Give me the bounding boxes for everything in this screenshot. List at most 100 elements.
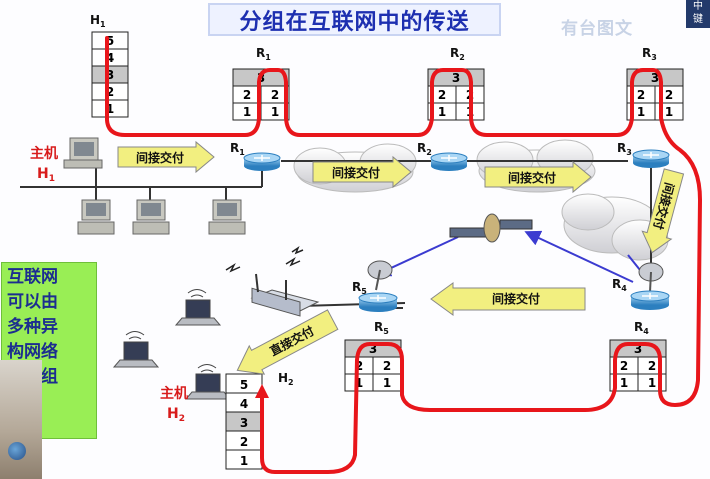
host-h1-label: H1	[37, 166, 55, 184]
host-h2-stack-layer-5-label: 5	[240, 378, 248, 392]
router-r2-icon	[430, 152, 468, 171]
router-r5-stack-cell-1-1-label: 1	[383, 376, 391, 390]
host-h2-stack-label-letter: H	[278, 371, 288, 385]
router-r3-stack-label-sub: 3	[651, 53, 657, 62]
router-r5-stack-layer-3-label: 3	[369, 342, 377, 356]
packet-path	[105, 36, 702, 474]
router-r1-stack-label-sub: 1	[265, 53, 271, 62]
router-r2-stack-layer-3-label: 3	[452, 71, 460, 85]
router-r3-stack-label: R3	[642, 46, 657, 62]
router-r1-label-sub: 1	[239, 148, 245, 157]
router-r4-stack-label-letter: R	[634, 320, 643, 334]
arrow-indirect-r4-r5-shape	[430, 282, 586, 316]
host-h2-stack-label: H2	[278, 371, 294, 387]
host-h2-label-sub: 2	[179, 414, 185, 424]
host-h2-stack-layer-2-label: 2	[240, 435, 248, 449]
router-r5-label: R5	[352, 280, 367, 296]
side-note-line-3: 多种异	[7, 317, 58, 337]
router-r5-stack-label-letter: R	[374, 320, 383, 334]
wireless-signal-icons	[225, 246, 304, 273]
host-h2-label-letter: H	[167, 406, 179, 422]
arrow-indirect-r3-r4-shape	[641, 168, 685, 254]
side-note-line-1: 互联网	[7, 267, 58, 287]
router-r5-label-letter: R	[352, 280, 361, 294]
router-r5-label-sub: 5	[361, 287, 367, 296]
router-r4-stack-cell-2-0-label: 2	[620, 359, 628, 373]
router-r1-label-letter: R	[230, 141, 239, 155]
satellite-icon	[449, 213, 533, 243]
corner-badge-line1: 中	[693, 1, 703, 12]
globe-icon	[8, 442, 26, 460]
router-r1-stack-label: R1	[256, 46, 271, 62]
arrow-indirect-r4-r5-label: 间接交付	[492, 291, 540, 306]
host-h1-label-main: 主机	[30, 145, 58, 162]
corner-badge: 中键	[686, 0, 710, 28]
router-r4-label: R4	[612, 277, 627, 293]
router-r4-stack-cell-2-1-label: 2	[648, 359, 656, 373]
host-h2-stack-layer-1-label: 1	[240, 454, 248, 468]
wireless-access-point-icon	[250, 273, 320, 317]
router-r5-stack-label: R5	[374, 320, 389, 336]
router-r1-icon	[243, 152, 281, 171]
router-r3-stack-cell-1-1-label: 1	[665, 105, 673, 119]
side-note-line-2: 可以由	[7, 292, 58, 312]
router-r5-stack-label-sub: 5	[383, 327, 389, 336]
router-r2-label: R2	[417, 141, 432, 157]
router-r1-stack-cell-1-0-label: 1	[243, 105, 251, 119]
router-r4-stack-label-sub: 4	[643, 327, 649, 336]
router-r5-icon	[358, 292, 398, 312]
router-r3-stack-label-letter: R	[642, 46, 651, 60]
host-h2-stack-label-sub: 2	[288, 378, 294, 387]
router-r5-stack-cell-1-0-label: 1	[355, 376, 363, 390]
laptop-icon-1	[174, 289, 222, 326]
laptop-icon-2	[112, 331, 160, 368]
router-r4-label-sub: 4	[621, 284, 627, 293]
host-h1-label-letter: H	[37, 166, 49, 182]
router-r2-stack-label: R2	[450, 46, 465, 62]
router-r2-stack-cell-1-0-label: 1	[438, 105, 446, 119]
router-r5-stack-cell-2-0-label: 2	[355, 359, 363, 373]
router-r3-stack-cell-2-0-label: 2	[637, 88, 645, 102]
router-r1-stack-label-letter: R	[256, 46, 265, 60]
router-r4-stack-cell-1-0-label: 1	[620, 376, 628, 390]
side-note-line-4: 构网络	[7, 342, 58, 362]
host-h1-stack-label-letter: H	[90, 13, 100, 27]
router-r4-stack-layer-3-label: 3	[634, 342, 642, 356]
arrow-indirect-lan-label: 间接交付	[136, 150, 184, 165]
router-r2-stack-label-letter: R	[450, 46, 459, 60]
router-r4-stack-cell-1-1-label: 1	[648, 376, 656, 390]
router-r3-stack-cell-2-1-label: 2	[665, 88, 673, 102]
pc-icon-2	[132, 199, 170, 235]
router-r1-stack-cell-2-0-label: 2	[243, 88, 251, 102]
router-r3-icon	[632, 149, 670, 168]
arrow-indirect-cloud1-label: 间接交付	[332, 165, 380, 180]
router-r1-label: R1	[230, 141, 245, 157]
sat-link-r4	[524, 230, 634, 283]
delivery-arrows: 间接交付间接交付间接交付间接交付间接交付直接交付	[117, 140, 685, 375]
watermark: 有台图文	[561, 19, 633, 39]
router-r3-label-sub: 3	[626, 148, 632, 157]
router-r2-stack-label-sub: 2	[459, 53, 465, 62]
host-h1-stack-layer-1-label: 1	[106, 102, 114, 116]
host-h1-stack-layer-4-label: 4	[106, 51, 114, 65]
host-h1-stack-label: H1	[90, 13, 106, 29]
router-r3-stack-cell-1-0-label: 1	[637, 105, 645, 119]
router-r3-label: R3	[617, 141, 632, 157]
presenter-webcam	[0, 360, 42, 479]
dish-icon-r5	[367, 260, 393, 291]
host-h1-stack-layer-3-label: 3	[106, 68, 114, 82]
router-r5-stack-cell-2-1-label: 2	[383, 359, 391, 373]
arrow-indirect-cloud2: 间接交付	[484, 160, 592, 194]
router-r2-label-sub: 2	[426, 148, 432, 157]
router-r4-stack-label: R4	[634, 320, 649, 336]
host-h2-laptop-icon	[184, 364, 232, 400]
arrow-indirect-cloud1: 间接交付	[312, 155, 412, 189]
arrow-indirect-cloud2-shape	[484, 160, 592, 194]
host-h1-label-sub: 1	[49, 174, 55, 184]
router-r2-stack-cell-2-0-label: 2	[438, 88, 446, 102]
